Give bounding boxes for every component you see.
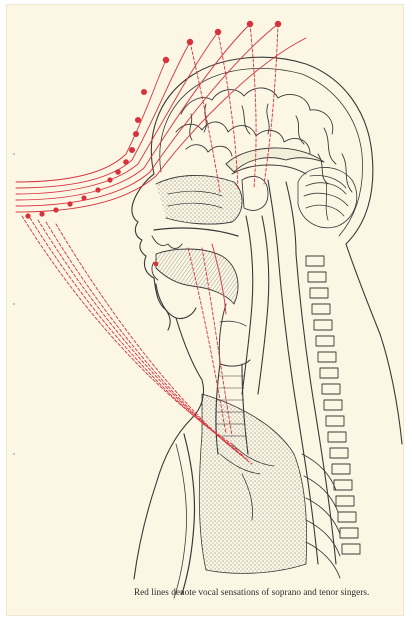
sensation-dots	[25, 21, 281, 267]
neck-back-outline	[346, 244, 402, 444]
larynx	[219, 304, 250, 366]
cerebellum	[298, 167, 357, 227]
figure-caption: Red lines denote vocal sensations of sop…	[134, 587, 396, 597]
corpus-callosum	[226, 148, 324, 172]
tongue	[156, 249, 238, 304]
sternum	[182, 434, 195, 594]
palate	[154, 228, 238, 236]
anatomical-illustration	[6, 4, 404, 616]
vocal-sensation-lines	[16, 24, 306, 464]
nasal-cavity	[156, 175, 242, 224]
mandible	[156, 284, 196, 319]
book-page: Red lines denote vocal sensations of sop…	[6, 4, 404, 616]
pharynx	[242, 216, 253, 394]
head-neck-section	[132, 57, 402, 598]
thoracic-cavity	[199, 394, 306, 573]
ribs	[302, 454, 340, 578]
